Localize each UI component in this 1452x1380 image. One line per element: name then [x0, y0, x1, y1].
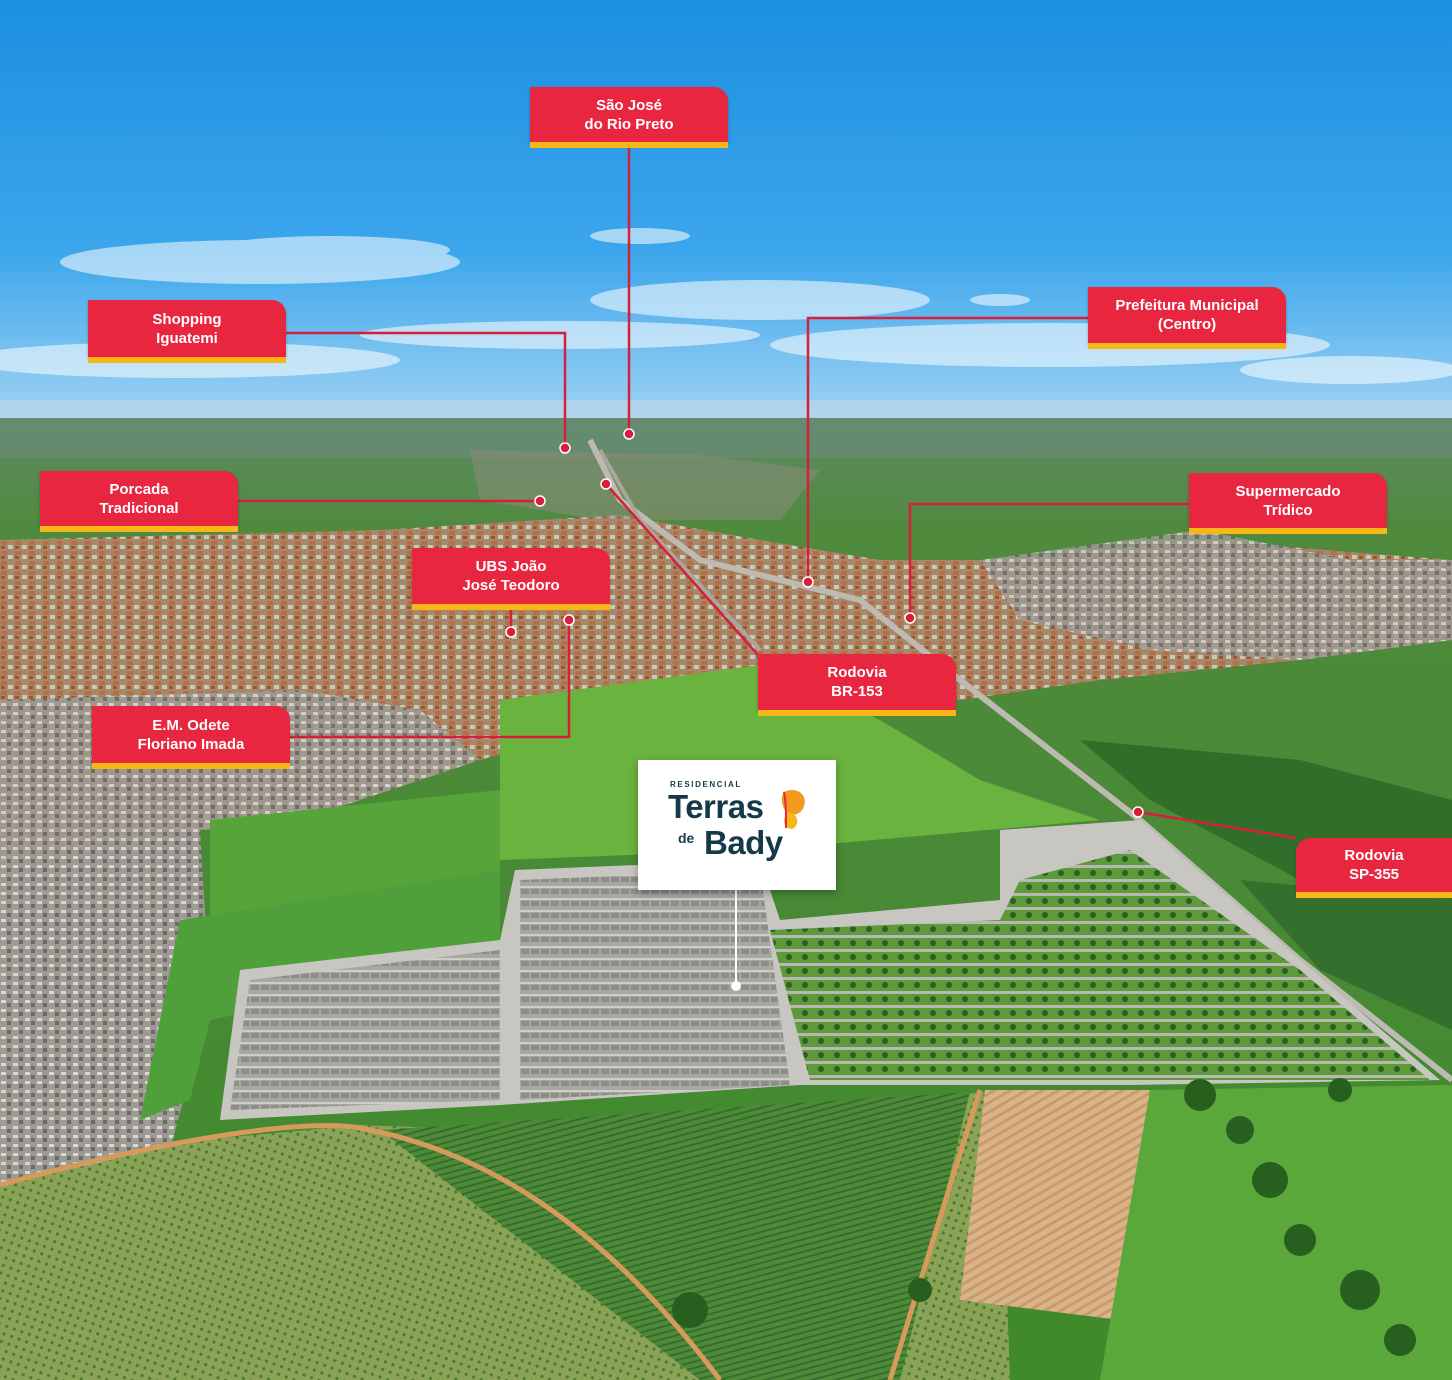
label-line: Prefeitura Municipal: [1115, 297, 1259, 314]
label-line: SP-355: [1348, 866, 1400, 883]
leader-supermercado: [908, 502, 1189, 618]
label-line: Porcada: [109, 480, 169, 498]
label-line: do Rio Preto: [584, 115, 674, 133]
label-supermercado-tridico: Supermercado Trídico: [1189, 473, 1387, 534]
leader-prefeitura: [806, 316, 1088, 582]
leader-br153: [605, 483, 759, 656]
label-prefeitura-municipal: Prefeitura Municipal (Centro): [1088, 287, 1286, 349]
label-shopping-iguatemi: Shopping Iguatemi: [88, 300, 286, 363]
label-line: São José: [596, 96, 662, 114]
label-rodovia-br-153: Rodovia BR-153: [758, 654, 956, 716]
label-line: Trídico: [1263, 501, 1313, 519]
logo-line-terras: Terras: [668, 788, 764, 825]
label-line: Rodovia: [827, 664, 887, 681]
label-ubs-joao-jose-teodoro: UBS João José Teodoro: [412, 548, 610, 610]
butterfly-icon: [781, 789, 805, 829]
label-line: BR-153: [831, 683, 883, 700]
label-rodovia-sp-355: Rodovia SP-355: [1296, 838, 1452, 898]
label-line: José Teodoro: [462, 577, 560, 594]
logo-line-de: de: [678, 830, 695, 846]
label-line: Supermercado: [1235, 482, 1341, 500]
label-porcada-tradicional: Porcada Tradicional: [40, 471, 238, 532]
label-line: Rodovia: [1344, 847, 1404, 864]
label-line: Floriano Imada: [137, 735, 245, 753]
label-line: Tradicional: [99, 499, 179, 517]
logo-tagline: RESIDENCIAL: [670, 780, 742, 789]
leader-sp355: [1137, 810, 1297, 840]
label-sao-jose-do-rio-preto: São José do Rio Preto: [530, 87, 728, 148]
terras-de-bady-logo: RESIDENCIAL Terras de Bady: [638, 760, 836, 890]
leader-em-odete: [290, 620, 571, 739]
label-line: Shopping: [152, 310, 222, 328]
label-line: UBS João: [475, 558, 547, 575]
label-em-odete-floriano-imada: E.M. Odete Floriano Imada: [92, 706, 290, 769]
leader-shopping: [286, 331, 567, 448]
label-line: E.M. Odete: [152, 716, 230, 734]
logo-line-bady: Bady: [704, 824, 783, 861]
label-line: (Centro): [1157, 316, 1217, 333]
label-line: Iguatemi: [156, 329, 218, 347]
